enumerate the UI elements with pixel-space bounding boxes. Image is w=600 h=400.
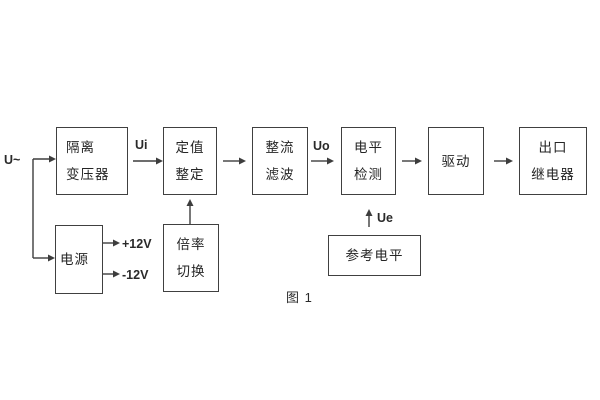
label-uo: Uo	[313, 139, 330, 153]
block-power-line1: 电源	[60, 252, 89, 267]
arrow-drive-to-relay	[494, 157, 513, 165]
block-isolation-transformer: 隔离 变压器	[56, 127, 128, 195]
block-setting-line2: 整定	[175, 167, 205, 182]
arrow-multiplier-to-setting	[186, 199, 194, 224]
block-multiplier-switch: 倍率 切换	[163, 224, 219, 292]
block-output-relay: 出口 继电器	[519, 127, 587, 195]
block-level-detection-line2: 检测	[354, 167, 383, 182]
figure-caption: 图 1	[286, 290, 313, 305]
block-power: 电源	[55, 225, 103, 294]
arrow-detection-to-drive	[402, 157, 422, 165]
block-level-detection: 电平 检测	[341, 127, 396, 195]
block-rectify-filter-line2: 滤波	[265, 167, 295, 182]
arrow-setting-to-rectifier	[223, 157, 246, 165]
block-setting-line1: 定值	[175, 140, 205, 155]
arrow-input-to-transformer	[33, 155, 56, 163]
label-plus-12v: +12V	[122, 237, 152, 251]
block-isolation-transformer-line2: 变压器	[66, 167, 110, 182]
block-reference-level-line1: 参考电平	[345, 248, 404, 263]
block-multiplier-switch-line1: 倍率	[176, 237, 206, 252]
arrow-ue-up	[365, 209, 373, 227]
arrow-input-to-power	[33, 254, 55, 262]
block-rectify-filter: 整流 滤波	[252, 127, 308, 195]
arrow-power-plus12	[103, 239, 120, 247]
block-setting: 定值 整定	[163, 127, 217, 195]
block-level-detection-line1: 电平	[354, 140, 383, 155]
label-input-voltage: U~	[4, 153, 21, 167]
block-drive-line1: 驱动	[441, 153, 471, 169]
block-drive: 驱动	[428, 127, 484, 195]
label-ue: Ue	[377, 211, 393, 225]
arrow-power-minus12	[103, 270, 120, 278]
block-multiplier-switch-line2: 切换	[176, 264, 206, 279]
label-minus-12v: -12V	[122, 268, 149, 282]
block-isolation-transformer-line1: 隔离	[66, 140, 95, 155]
block-output-relay-line2: 继电器	[531, 167, 575, 182]
block-rectify-filter-line1: 整流	[265, 140, 295, 155]
arrow-ui	[133, 157, 163, 165]
block-output-relay-line1: 出口	[538, 140, 568, 155]
block-reference-level: 参考电平	[328, 235, 421, 276]
label-ui: Ui	[135, 138, 148, 152]
arrow-uo	[311, 157, 334, 165]
